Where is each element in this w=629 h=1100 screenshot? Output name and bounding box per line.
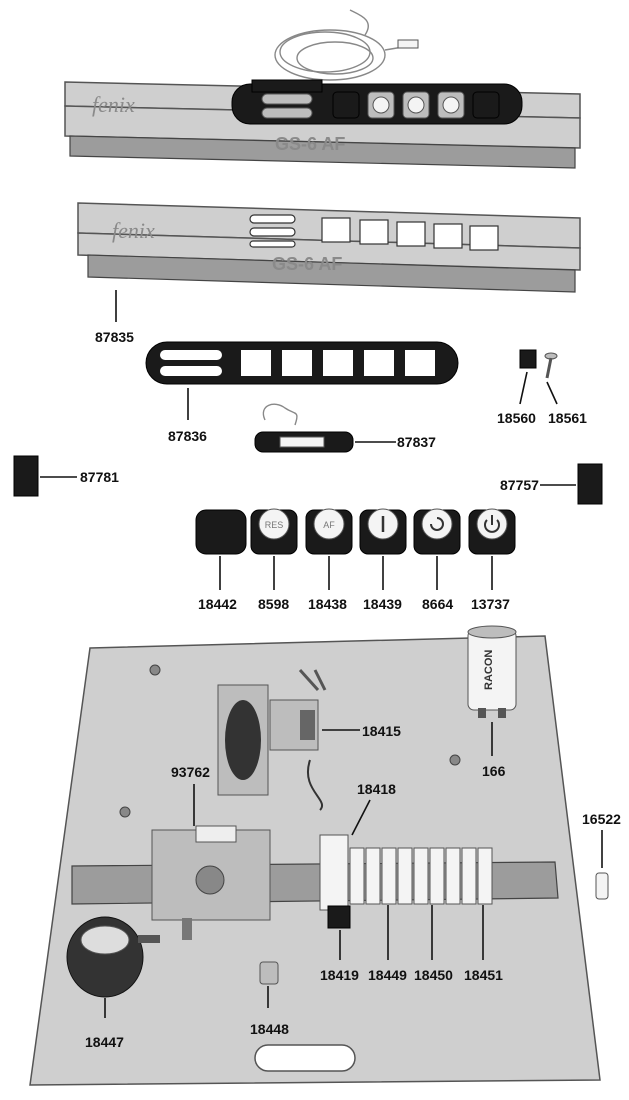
capacitor-brand: RACON: [483, 650, 495, 690]
panel-top-flange: [69, 135, 576, 169]
thermostat: [254, 403, 354, 453]
button-power: [468, 508, 516, 555]
base-plate-handle: [254, 1044, 356, 1072]
label-87835: 87835: [95, 329, 134, 345]
cable-coil: [274, 9, 416, 81]
fuse: [595, 872, 609, 900]
button-cycle: [413, 508, 461, 555]
label-87757: 87757: [500, 477, 539, 493]
label-18415: 18415: [362, 723, 401, 739]
button-af-text: AF: [323, 520, 335, 530]
label-18419: 18419: [320, 967, 359, 983]
label-8664: 8664: [422, 596, 453, 612]
label-18561: 18561: [548, 410, 587, 426]
label-8598: 8598: [258, 596, 289, 612]
panel-bare: fenix GS-6 AF: [77, 202, 581, 293]
panel-bare-flange: [87, 254, 576, 293]
terminal-base-18419: [327, 905, 351, 929]
base-plate: [29, 635, 601, 1086]
button-af: AF: [305, 508, 353, 555]
label-87781: 87781: [80, 469, 119, 485]
label-18447: 18447: [85, 1034, 124, 1050]
button-on: [359, 508, 407, 555]
button-blank: [195, 509, 247, 555]
label-16522: 16522: [582, 811, 621, 827]
bezel-frame: [145, 341, 459, 385]
label-18438: 18438: [308, 596, 347, 612]
label-87837: 87837: [397, 434, 436, 450]
capacitor: RACON: [467, 625, 517, 718]
label-18439: 18439: [363, 596, 402, 612]
sensor-probe: [397, 39, 419, 49]
relay-18418: [319, 834, 349, 911]
end-cap-right: [577, 463, 603, 505]
label-18442: 18442: [198, 596, 237, 612]
label-13737: 13737: [471, 596, 510, 612]
bezel-slot: [261, 93, 313, 105]
label-18450: 18450: [414, 967, 453, 983]
terminal-block-group: [349, 847, 493, 905]
panel-top-brand: fenix: [92, 92, 135, 117]
label-18449: 18449: [368, 967, 407, 983]
label-166: 166: [482, 763, 506, 779]
button-res: RES: [250, 508, 298, 555]
label-18451: 18451: [464, 967, 503, 983]
label-93762: 93762: [171, 764, 210, 780]
label-87836: 87836: [168, 428, 207, 444]
label-18418: 18418: [357, 781, 396, 797]
panel-bare-model: GS-6 AF: [272, 254, 342, 274]
panel-top-model: GS-6 AF: [275, 134, 345, 154]
relay-18415: [217, 668, 327, 811]
thermostat-display: [251, 79, 323, 93]
control-panel-assembled: fenix GS-6 AF: [64, 9, 581, 169]
end-cap-left: [13, 455, 39, 497]
timer: [151, 825, 271, 940]
button-res-text: RES: [265, 520, 284, 530]
label-18560: 18560: [497, 410, 536, 426]
pressure-switch: [66, 916, 160, 998]
screw: [544, 352, 558, 379]
label-18448: 18448: [250, 1021, 289, 1037]
bracket: [259, 961, 279, 985]
panel-bare-brand: fenix: [112, 218, 155, 243]
clip: [519, 349, 537, 369]
bezel-slot: [261, 107, 313, 119]
